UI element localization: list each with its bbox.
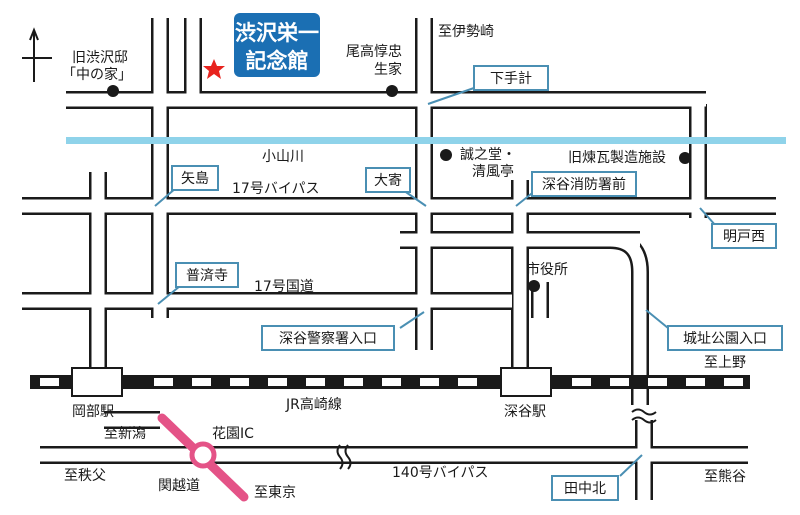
rail-tie bbox=[420, 378, 439, 386]
title-badge: 渋沢栄一 記念館 bbox=[234, 13, 320, 77]
rail-tie bbox=[268, 378, 287, 386]
seishido-label-2: 清風亭 bbox=[472, 163, 514, 180]
rail-tie bbox=[344, 378, 363, 386]
fusaiji-label: 普済寺 bbox=[186, 268, 228, 284]
to-kumagaya-label: 至熊谷 bbox=[704, 469, 746, 485]
fukaya-station-label: 深谷駅 bbox=[504, 404, 546, 420]
koyama-river bbox=[66, 137, 786, 144]
rail-tie bbox=[724, 378, 743, 386]
rail-tie bbox=[154, 378, 173, 386]
rail-tie bbox=[648, 378, 667, 386]
kanetsu-expressway bbox=[157, 413, 249, 502]
callout-castle-park: 城址公園入口 bbox=[645, 309, 783, 351]
odaka-label: 尾高惇忠 bbox=[346, 43, 402, 60]
dot-icon bbox=[679, 152, 691, 164]
brick-facility-label: 旧煉瓦製造施設 bbox=[568, 150, 666, 166]
myoto-nishi-label: 明戸西 bbox=[723, 229, 765, 245]
rail-tie bbox=[572, 378, 591, 386]
rail-tie bbox=[610, 378, 629, 386]
tanakakita-label: 田中北 bbox=[564, 481, 606, 497]
former-residence-label-2: 「中の家」 bbox=[62, 66, 132, 83]
dot-icon bbox=[107, 85, 119, 97]
dot-icon bbox=[440, 149, 452, 161]
okabe-station bbox=[71, 367, 123, 397]
former-residence-label: 旧渋沢邸 bbox=[72, 50, 128, 66]
fukaya-fire-label: 深谷消防署前 bbox=[542, 176, 626, 193]
rail-tie bbox=[458, 378, 477, 386]
callout-myoto-nishi: 明戸西 bbox=[699, 207, 777, 249]
river-label: 小山川 bbox=[262, 149, 304, 165]
oyori-label: 大寄 bbox=[374, 172, 402, 189]
fukaya-station bbox=[500, 367, 552, 397]
road-break bbox=[336, 408, 657, 470]
callout-fukaya-fire: 深谷消防署前 bbox=[515, 171, 637, 207]
rail-tie bbox=[686, 378, 705, 386]
jr-railway bbox=[30, 375, 750, 389]
callout-tanakakita: 田中北 bbox=[551, 454, 643, 501]
bypass140-label: 140号バイパス bbox=[392, 465, 488, 481]
odaka-label-2: 生家 bbox=[374, 61, 402, 78]
to-tokyo-label: 至東京 bbox=[254, 485, 296, 501]
to-chichibu-label: 至秩父 bbox=[64, 468, 106, 484]
to-isesaki-label: 至伊勢崎 bbox=[438, 24, 494, 40]
to-niigata-label: 至新潟 bbox=[104, 426, 146, 442]
star-icon bbox=[203, 59, 225, 79]
bypass17-label: 17号バイパス bbox=[232, 181, 320, 197]
city-hall-label: 市役所 bbox=[526, 261, 568, 278]
rail-tie bbox=[40, 378, 59, 386]
callout-shimotekei: 下手計 bbox=[427, 65, 549, 105]
rail-tie bbox=[382, 378, 401, 386]
callout-fusaiji: 普済寺 bbox=[157, 262, 239, 305]
rail-tie bbox=[192, 378, 211, 386]
kanetsu-label: 関越道 bbox=[158, 478, 200, 494]
north-arrow-icon bbox=[22, 27, 52, 82]
callout-oyori: 大寄 bbox=[365, 167, 427, 207]
rail-tie bbox=[230, 378, 249, 386]
castle-park-label: 城址公園入口 bbox=[683, 331, 767, 347]
okabe-station-label: 岡部駅 bbox=[72, 404, 114, 420]
to-ueno-label: 至上野 bbox=[704, 355, 746, 371]
title-line2: 記念館 bbox=[246, 49, 309, 73]
yajima-label: 矢島 bbox=[181, 171, 209, 187]
road-fill bbox=[22, 18, 776, 500]
route17-label: 17号国道 bbox=[254, 279, 314, 295]
seishido-label: 誠之堂・ bbox=[460, 147, 516, 163]
police-label: 深谷警察署入口 bbox=[279, 330, 377, 347]
jr-line-label: JR高崎線 bbox=[285, 396, 342, 413]
shimotekei-label: 下手計 bbox=[490, 71, 532, 87]
dot-icon bbox=[386, 85, 398, 97]
callout-yajima: 矢島 bbox=[154, 165, 219, 207]
hanazono-ic-label: 花園IC bbox=[212, 426, 254, 442]
rail-tie bbox=[306, 378, 325, 386]
title-line1: 渋沢栄一 bbox=[235, 21, 319, 45]
callout-police: 深谷警察署入口 bbox=[261, 311, 425, 351]
dot-icon bbox=[528, 280, 540, 292]
